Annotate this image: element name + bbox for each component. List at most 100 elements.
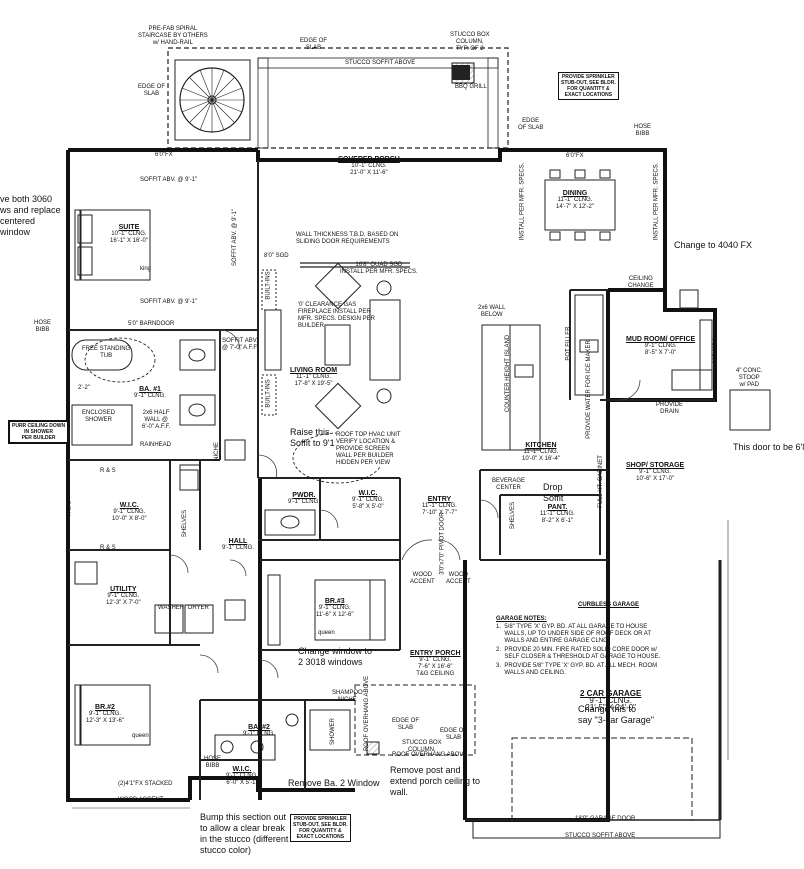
label-spiral: PRE-FAB SPIRAL STAIRCASE BY OTHERS w/ HA… — [138, 26, 208, 46]
mudroom-fixtures — [671, 289, 713, 391]
comment-change-4040: Change to 4040 FX — [674, 240, 753, 250]
stoop — [729, 389, 771, 431]
room-name: ENTRY — [427, 496, 452, 503]
label-fireplace: '0' CLEARANCE GAS FIREPLACE INSTALL PER … — [298, 302, 376, 329]
label-rainhead: RAINHEAD — [140, 442, 172, 448]
room-sub: 9'-1" CLNG. — [134, 393, 166, 399]
label-half-wall: 2x6 HALF WALL @ 6'-0" A.F.F. — [142, 410, 171, 430]
room-sub: 11'-1" CLNG. 10'-0" X 16'-4" — [522, 449, 560, 462]
label-garage-door: 18'0" GARAGE DOOR — [575, 816, 636, 822]
upper-deck — [167, 47, 509, 149]
label-soffit-abv-3: SOFFIT ABV. @ 9'-1" — [232, 208, 239, 267]
label-roof-overhang-v: ROOF OVERHANG ABOVE — [364, 675, 371, 752]
room-entry-porch: ENTRY PORCH 9'-1" CLNG. 7'-6" X 16'-6" T… — [410, 650, 461, 678]
room-name: KITCHEN — [525, 442, 557, 449]
room-dining: DINING 11'-1" CLNG. 14'-7" X 12'-2" — [556, 190, 594, 211]
room-name: 2 CAR GARAGE — [580, 689, 642, 698]
kitchen-casework — [481, 294, 604, 451]
room-name: UTILITY — [110, 586, 137, 593]
comment-remove-post: Remove post and extend porch ceiling to … — [390, 765, 481, 797]
room-name: DINING — [562, 190, 588, 197]
room-sub: 9'-1" CLNG. 12'-3" X 13'-6" — [86, 711, 124, 724]
label-wood-accent-1: WOOD ACCENT — [410, 572, 435, 585]
spiral-staircase — [174, 59, 251, 141]
label-install-mfr: INSTALL PER MFR. SPECS. — [519, 162, 526, 241]
room-sub: 9'-1" CLNG. 10'-6" X 17'-0" — [636, 469, 675, 482]
label-provide-drain: PROVIDE DRAIN — [656, 402, 684, 415]
room-sub: 9'-1" CLNG. 7'-6" X 16'-6" T&G CEILING — [416, 657, 455, 677]
label-shampoo: SHAMPOO NICHE — [332, 690, 363, 703]
comment-change-window: Change window to 2 3018 windows — [298, 646, 373, 667]
room-wic3: W.I.C. 9'-1" CLNG. 6'-0" X 5'-1" — [226, 766, 258, 787]
label-wood-accent-2: WOOD ACCENT — [446, 572, 471, 585]
label-full-ht: FULL HT. CABINET — [597, 455, 604, 508]
label-bbq: BBQ GRILL — [455, 84, 487, 90]
room-suite: SUITE 10'-1" CLNG. 16'-1" X 16'-0" — [110, 224, 148, 245]
label-shelves-3: SHELVES — [712, 335, 719, 364]
label-free-standing: FREE STANDING TUB — [82, 346, 131, 359]
room-sub: 11'-1" CLNG. 7'-10" X 7'-7" — [422, 503, 457, 516]
label-provide-water: PROVIDE WATER FOR ICE MAKER — [585, 340, 592, 439]
room-hall: HALL 9'-1" CLNG. — [222, 538, 254, 552]
label-shelves-2: SHELVES — [510, 501, 517, 530]
comment-bump-section: Bump this section out to allow a clear b… — [200, 812, 289, 855]
room-name: W.I.C. — [232, 766, 252, 773]
bath-fixtures — [179, 469, 351, 761]
label-quad-sgd: 16'8" QUAD SGD INSTALL PER MFR. SPECS. — [340, 262, 418, 275]
room-sub: 10'-1" CLNG. 16'-1" X 16'-0" — [110, 231, 148, 244]
room-sub: 9'-1" CLNG. 21'-5" X 24'-0" — [585, 696, 636, 712]
room-sub: 9'-1" CLNG. 10'-0" X 8'-0" — [112, 509, 147, 522]
room-name: W.I.C. — [358, 490, 378, 497]
label-barn-door: 5'0" BARNDOOR — [128, 321, 175, 327]
label-soffit-note: SOFFIT ABV. @ 7'-0" A.F.F. — [222, 338, 259, 351]
room-sub: 9'-1" CLNG. 5'-8" X 5'-0" — [352, 497, 384, 510]
label-edge-slab-top: EDGE OF SLAB — [300, 38, 328, 51]
label-enclosed-shower: ENCLOSED SHOWER — [82, 410, 116, 423]
label-edge-slab-bottom2: EDGE OF SLAB — [440, 728, 468, 741]
suite-bed — [74, 209, 151, 281]
room-ba2: BA. #2 9'-1" CLNG. — [243, 724, 275, 738]
dim-lines — [72, 520, 729, 809]
room-mud-room: MUD ROOM/ OFFICE 9'-1" CLNG. 8'-5" X 7'-… — [626, 336, 695, 357]
label-hvac: ROOF TOP HVAC UNIT VERIFY LOCATION & PRO… — [336, 432, 401, 467]
room-name: LIVING ROOM — [290, 367, 338, 374]
room-wic2: W.I.C. 9'-1" CLNG. 5'-8" X 5'-0" — [352, 490, 384, 511]
label-built-ins-1: BUILT-INS — [265, 271, 272, 300]
garage-detail — [465, 560, 722, 839]
label-stacked: (2)4'1"FX STACKED — [118, 781, 173, 787]
room-sub: 9'-1" CLNG. — [222, 545, 254, 551]
room-name: PWDR. — [292, 492, 316, 499]
room-shop: SHOP/ STORAGE 9'-1" CLNG. 10'-6" X 17'-0… — [626, 462, 684, 483]
door-swings — [169, 329, 641, 679]
br3-bed — [267, 574, 386, 646]
label-hose-bibb-bottom: HOSE BIBB — [204, 756, 222, 769]
label-beverage: BEVERAGE CENTER — [492, 478, 526, 491]
label-purr-ceiling: PURR CEILING DOWN IN SHOWER PER BUILDER — [8, 420, 70, 444]
label-niche-1: NICHE — [213, 442, 220, 461]
room-name: BR.#3 — [324, 598, 345, 605]
room-br3: BR.#3 9'-1" CLNG. 11'-6" X 12'-6" — [316, 598, 353, 619]
room-name: SHOP/ STORAGE — [626, 462, 685, 469]
comment-door-68: This door to be 6'8 — [733, 442, 804, 452]
label-shelves-1: SHELVES — [182, 509, 189, 538]
room-name: W.I.C. — [119, 502, 139, 509]
utility-fixtures — [74, 439, 246, 634]
label-soffit-abv-1: SOFFIT ABV. @ 9'-1" — [140, 177, 198, 183]
label-garage-note-3: 3. PROVIDE 5/8" TYPE 'X' GYP. BD. AT ALL… — [496, 663, 658, 676]
room-living: LIVING ROOM 11'-1" CLNG. 17'-8" X 19'-5" — [290, 367, 337, 388]
room-covered-porch: COVERED PORCH 10'-1" CLNG. 21'-0" X 11'-… — [338, 156, 400, 177]
room-sub: 9'-1" CLNG. — [243, 731, 275, 737]
room-br2: BR.#2 9'-1" CLNG. 12'-3" X 13'-6" — [86, 704, 124, 725]
room-sub: 10'-1" CLNG. 21'-0" X 11'-6" — [350, 163, 388, 176]
room-name: SUITE — [118, 224, 140, 231]
label-rs-1: R & S — [100, 468, 116, 474]
label-door-pivot: 3'0"x7'0" PIVOT DOOR — [439, 512, 446, 575]
label-shower: SHOWER — [330, 718, 336, 745]
label-dim-sgd: 8'0" SGD — [264, 253, 289, 259]
label-stoop: 4" CONC. STOOP w/ PAD — [736, 368, 763, 388]
room-name: BA. #2 — [248, 724, 270, 731]
label-dim-top1: 6'0"FX — [155, 152, 173, 158]
label-dryer: DRYER — [188, 605, 209, 611]
